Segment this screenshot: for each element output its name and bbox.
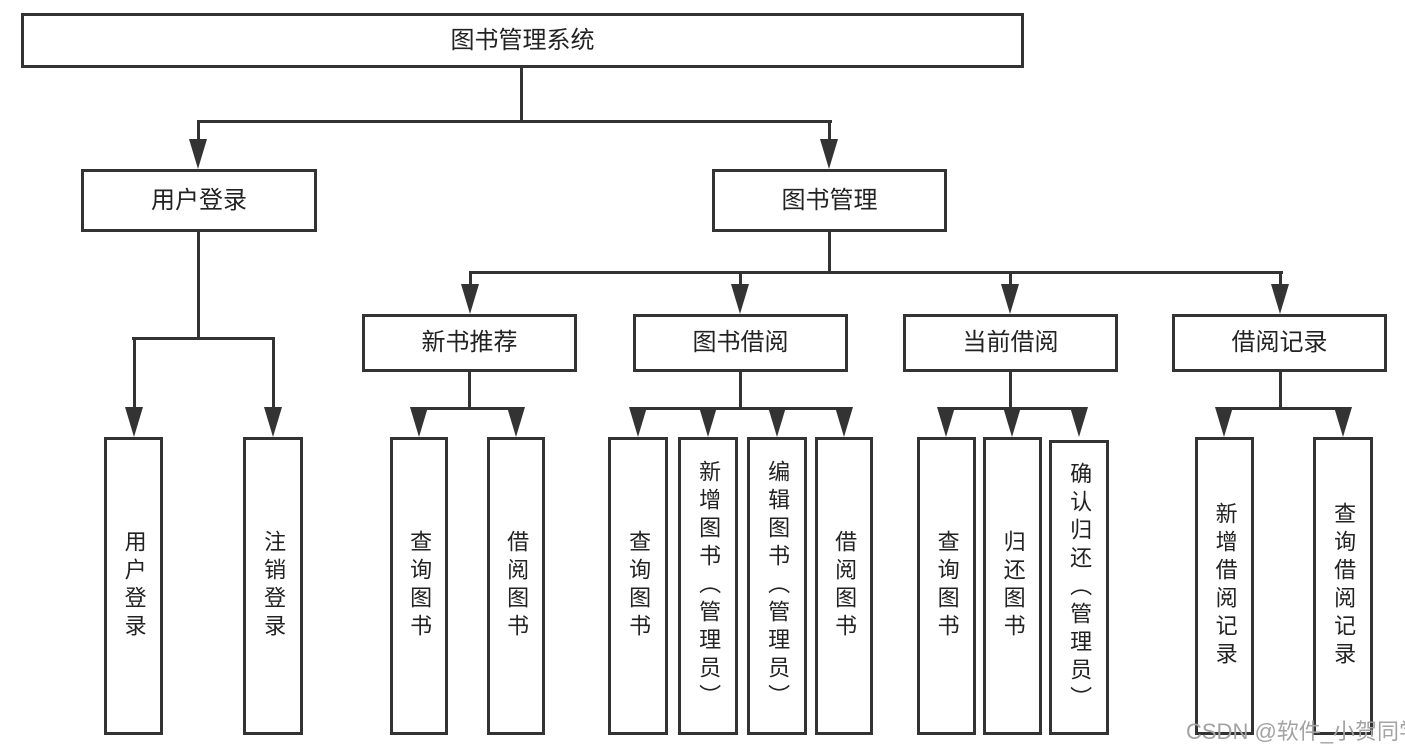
arrow-down-icon (1001, 284, 1019, 314)
node-user-login: 用户登录 (81, 169, 317, 232)
node-label: 查询图书 (626, 530, 652, 642)
arrow-down-icon (768, 407, 786, 437)
node-book-management: 图书管理 (712, 169, 947, 232)
node-current-borrowing: 当前借阅 (903, 314, 1118, 372)
edge-to-leaf-logout (272, 337, 275, 409)
arrow-down-icon (1334, 407, 1352, 437)
node-label: 确认归还（管理员） (1067, 461, 1093, 714)
arrow-down-icon (731, 284, 749, 314)
node-label: 编辑图书（管理员） (765, 460, 791, 712)
arrow-down-icon (189, 139, 207, 169)
edge-current-borrow-stem (1009, 372, 1012, 409)
arrow-down-icon (629, 407, 647, 437)
node-label: 新书推荐 (421, 329, 518, 356)
edge-book-borrow-stem (739, 372, 742, 409)
arrow-down-icon (820, 139, 838, 169)
edge-to-new-book (469, 271, 472, 286)
edge-new-book-stem (468, 372, 471, 409)
node-label: 借阅记录 (1231, 329, 1328, 356)
edge-borrow-records-branch (1222, 407, 1346, 410)
edge-to-leaf-user-login (133, 337, 136, 409)
arrow-down-icon (699, 407, 717, 437)
arrow-down-icon (507, 407, 525, 437)
leaf-borrow-books: 借阅图书 (815, 437, 873, 735)
node-label: 归还图书 (1000, 530, 1026, 642)
node-label: 查询图书 (934, 530, 960, 642)
edge-book-management-stem (828, 232, 831, 273)
node-label: 用户登录 (121, 530, 147, 642)
leaf-add-books-admin: 新增图书（管理员） (678, 437, 738, 735)
edge-root-branch (197, 120, 832, 123)
edge-to-book-borrow (739, 271, 742, 286)
edge-to-borrow-records (1279, 271, 1282, 286)
edge-book-borrow-branch (636, 407, 847, 410)
node-label: 用户登录 (151, 186, 247, 214)
edge-new-book-branch (417, 407, 518, 410)
node-label: 查询借阅记录 (1331, 502, 1357, 670)
edge-to-current-borrow (1009, 271, 1012, 286)
leaf-return-books: 归还图书 (983, 437, 1042, 735)
edge-book-management-branch (469, 271, 1283, 274)
leaf-borrow-books-recommend: 借阅图书 (487, 437, 545, 735)
node-book-borrowing: 图书借阅 (633, 314, 848, 372)
leaf-query-books-recommend: 查询图书 (390, 437, 448, 735)
edge-user-login-stem (197, 232, 200, 339)
leaf-user-login: 用户登录 (104, 437, 163, 735)
arrow-down-icon (264, 407, 282, 437)
node-borrowing-records: 借阅记录 (1172, 314, 1387, 372)
node-label: 图书借阅 (692, 329, 789, 356)
arrow-down-icon (835, 407, 853, 437)
node-new-book-recommendation: 新书推荐 (362, 314, 577, 372)
node-label: 当前借阅 (962, 329, 1059, 356)
node-label: 图书管理 (781, 186, 878, 214)
leaf-add-borrow-record: 新增借阅记录 (1195, 437, 1254, 735)
leaf-confirm-return-admin: 确认归还（管理员） (1049, 440, 1109, 735)
leaf-logout: 注销登录 (243, 437, 303, 735)
arrow-down-icon (410, 407, 428, 437)
node-label: 借阅图书 (832, 530, 858, 642)
arrow-down-icon (1215, 407, 1233, 437)
node-label: 借阅图书 (504, 530, 530, 642)
node-library-management-system: 图书管理系统 (21, 13, 1024, 68)
arrow-down-icon (1070, 407, 1088, 437)
leaf-edit-books-admin: 编辑图书（管理员） (747, 437, 807, 735)
node-label: 注销登录 (261, 530, 287, 642)
edge-borrow-records-stem (1279, 372, 1282, 409)
edge-to-user-login (197, 120, 200, 141)
arrow-down-icon (1003, 407, 1021, 437)
arrow-down-icon (461, 284, 479, 314)
leaf-query-books-borrow: 查询图书 (608, 437, 668, 735)
node-label: 新增图书（管理员） (696, 460, 722, 712)
edge-to-book-management (828, 120, 831, 141)
arrow-down-icon (125, 407, 143, 437)
leaf-query-borrow-record: 查询借阅记录 (1313, 437, 1373, 735)
arrow-down-icon (1271, 284, 1289, 314)
edge-user-login-branch (132, 337, 275, 340)
csdn-watermark: CSDN @软件_小贺同学 (1186, 719, 1405, 744)
arrow-down-icon (937, 407, 955, 437)
node-label: 新增借阅记录 (1212, 502, 1238, 670)
leaf-query-books-current: 查询图书 (917, 437, 976, 735)
node-label: 查询图书 (407, 530, 433, 642)
edge-root-stem (520, 68, 523, 122)
node-label: 图书管理系统 (450, 26, 595, 54)
